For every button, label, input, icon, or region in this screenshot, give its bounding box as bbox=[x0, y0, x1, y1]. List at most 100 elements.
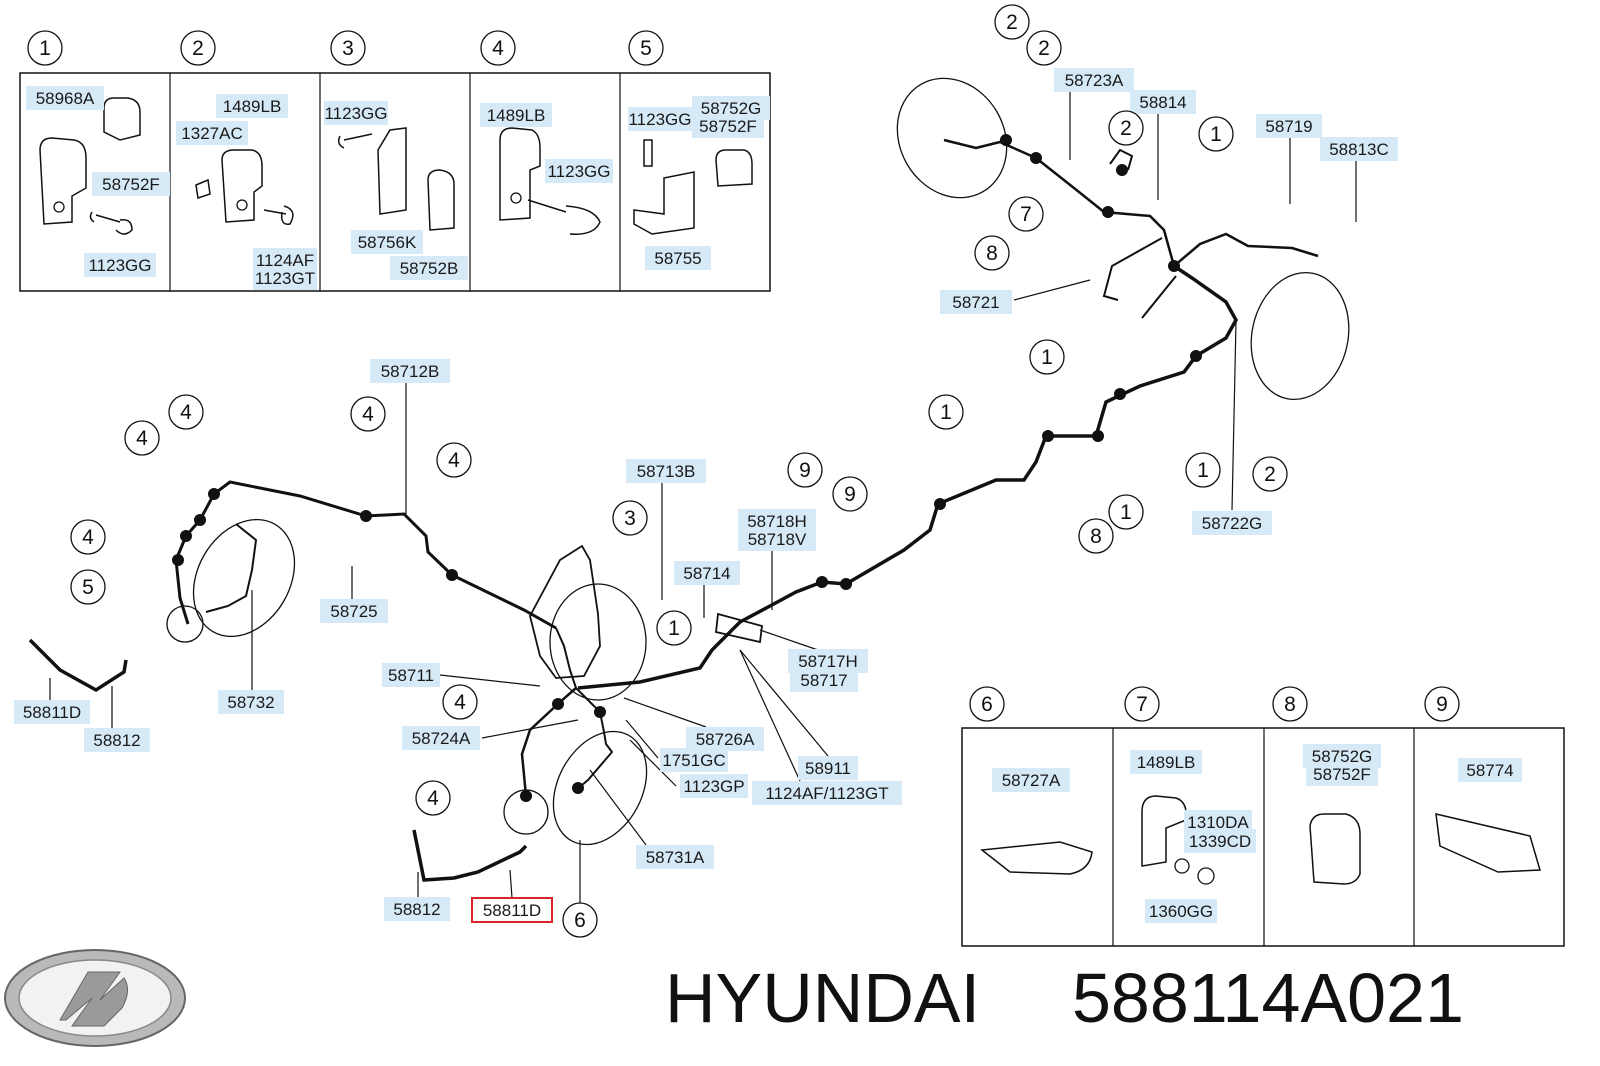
part-label[interactable]: 1123GG bbox=[628, 110, 691, 129]
part-label[interactable]: 58713B bbox=[637, 462, 696, 481]
callout-number[interactable]: 4 bbox=[82, 526, 94, 549]
callout-number[interactable]: 9 bbox=[1436, 693, 1448, 716]
part-label[interactable]: 58725 bbox=[330, 602, 377, 621]
part-label[interactable]: 58752F bbox=[102, 175, 160, 194]
callout-number[interactable]: 1 bbox=[940, 401, 952, 424]
part-label[interactable]: 1751GC bbox=[662, 751, 725, 770]
part-label[interactable]: 58911 bbox=[805, 759, 851, 778]
part-label[interactable]: 58723A bbox=[1065, 71, 1124, 90]
leader-line bbox=[629, 739, 677, 787]
callout-number[interactable]: 4 bbox=[448, 449, 460, 472]
clip-point bbox=[840, 578, 852, 590]
part-label[interactable]: 1339CD bbox=[1189, 832, 1251, 851]
callout-number[interactable]: 7 bbox=[1020, 203, 1032, 226]
callout-circle bbox=[70, 569, 106, 605]
part-label[interactable]: 58774 bbox=[1466, 761, 1513, 780]
part-label[interactable]: 1123GG bbox=[324, 104, 387, 123]
part-label[interactable]: 58721 bbox=[952, 293, 999, 312]
part-label[interactable]: 58732 bbox=[227, 693, 274, 712]
part-label[interactable]: 58717 bbox=[800, 671, 847, 690]
callout-number[interactable]: 8 bbox=[986, 242, 998, 265]
part-label[interactable]: 58755 bbox=[654, 249, 701, 268]
callout-number[interactable]: 5 bbox=[82, 576, 94, 599]
part-label[interactable]: 58719 bbox=[1265, 117, 1312, 136]
part-label-bg bbox=[1145, 899, 1217, 923]
part-label[interactable]: 58726A bbox=[696, 730, 755, 749]
part-label-bg bbox=[798, 756, 858, 780]
part-label[interactable]: 58727A bbox=[1002, 771, 1061, 790]
callout-number[interactable]: 1 bbox=[1210, 123, 1222, 146]
callout-number[interactable]: 3 bbox=[342, 37, 354, 60]
callout-number[interactable]: 6 bbox=[981, 693, 993, 716]
callout-number[interactable]: 2 bbox=[1264, 463, 1276, 486]
callout-number[interactable]: 3 bbox=[624, 507, 636, 530]
part-label[interactable]: 58717H bbox=[798, 652, 858, 671]
part-label[interactable]: 58752F bbox=[1313, 765, 1371, 784]
part-label[interactable]: 58814 bbox=[1139, 93, 1186, 112]
part-label[interactable]: 58811D bbox=[23, 703, 81, 722]
part-label[interactable]: 1360GG bbox=[1149, 902, 1213, 921]
callout-number[interactable]: 8 bbox=[1284, 693, 1296, 716]
wheel-outline bbox=[552, 730, 648, 846]
callout-circle bbox=[628, 30, 664, 66]
part-label[interactable]: 58718V bbox=[748, 530, 807, 549]
outline-shape bbox=[53, 201, 65, 213]
callout-number[interactable]: 4 bbox=[180, 401, 192, 424]
part-label[interactable]: 58968A bbox=[36, 89, 95, 108]
part-label[interactable]: 1124AF/1123GT bbox=[765, 784, 888, 803]
callout-number[interactable]: 8 bbox=[1090, 525, 1102, 548]
part-label[interactable]: 58711 bbox=[388, 666, 434, 685]
part-label[interactable]: 1123GG bbox=[88, 256, 151, 275]
part-label[interactable]: 58752G bbox=[701, 99, 762, 118]
part-label[interactable]: 58752G bbox=[1312, 747, 1373, 766]
part-label[interactable]: 58812 bbox=[93, 731, 140, 750]
part-label[interactable]: 58756K bbox=[358, 233, 417, 252]
part-label[interactable]: 1489LB bbox=[487, 106, 546, 125]
part-label[interactable]: 58752F bbox=[699, 117, 757, 136]
callout-number[interactable]: 2 bbox=[192, 37, 204, 60]
callout-number[interactable]: 2 bbox=[1038, 37, 1050, 60]
callout-number[interactable]: 9 bbox=[799, 459, 811, 482]
callout-number[interactable]: 6 bbox=[574, 909, 586, 932]
callout-number[interactable]: 1 bbox=[39, 37, 51, 60]
part-label[interactable]: 1327AC bbox=[181, 124, 242, 143]
part-label[interactable]: 1124AF bbox=[256, 251, 314, 270]
part-label[interactable]: 58724A bbox=[412, 729, 471, 748]
callout-number[interactable]: 1 bbox=[668, 617, 680, 640]
part-label[interactable]: 58752B bbox=[400, 259, 459, 278]
callout-number[interactable]: 2 bbox=[1120, 117, 1132, 140]
part-label[interactable]: 58731A bbox=[646, 848, 705, 867]
clip-part bbox=[377, 127, 407, 215]
detail-panel-bottom bbox=[961, 727, 1565, 947]
part-label[interactable]: 1489LB bbox=[1137, 753, 1196, 772]
part-label[interactable]: 58712B bbox=[381, 362, 440, 381]
bracket-part bbox=[633, 171, 695, 235]
callout-number[interactable]: 5 bbox=[640, 37, 652, 60]
callout-number[interactable]: 1 bbox=[1120, 501, 1132, 524]
callout-number[interactable]: 1 bbox=[1197, 459, 1209, 482]
part-label[interactable]: 58722G bbox=[1202, 514, 1263, 533]
part-label[interactable]: 1310DA bbox=[1187, 813, 1249, 832]
callout-number[interactable]: 4 bbox=[492, 37, 504, 60]
brake-pipe bbox=[577, 264, 1239, 690]
part-label[interactable]: 58718H bbox=[747, 512, 807, 531]
callout-number[interactable]: 7 bbox=[1136, 693, 1148, 716]
part-label[interactable]: 1123GT bbox=[255, 269, 315, 288]
part-label[interactable]: 1123GG bbox=[547, 162, 610, 181]
part-label[interactable]: 58813C bbox=[1329, 140, 1389, 159]
callout-number[interactable]: 4 bbox=[454, 691, 466, 714]
part-label-bg bbox=[384, 897, 450, 921]
selected-part-label[interactable]: 58811D bbox=[483, 901, 541, 920]
brake-pipe bbox=[943, 138, 1176, 267]
callout-number[interactable]: 4 bbox=[136, 427, 148, 450]
part-label[interactable]: 1489LB bbox=[223, 97, 282, 116]
callout-number[interactable]: 9 bbox=[844, 483, 856, 506]
callout-number[interactable]: 4 bbox=[362, 403, 374, 426]
callout-number[interactable]: 4 bbox=[427, 787, 439, 810]
callout-number[interactable]: 2 bbox=[1006, 11, 1018, 34]
part-label[interactable]: 1123GP bbox=[683, 777, 744, 796]
clip-point bbox=[552, 698, 564, 710]
part-label[interactable]: 58812 bbox=[393, 900, 440, 919]
callout-number[interactable]: 1 bbox=[1041, 346, 1053, 369]
part-label[interactable]: 58714 bbox=[683, 564, 730, 583]
